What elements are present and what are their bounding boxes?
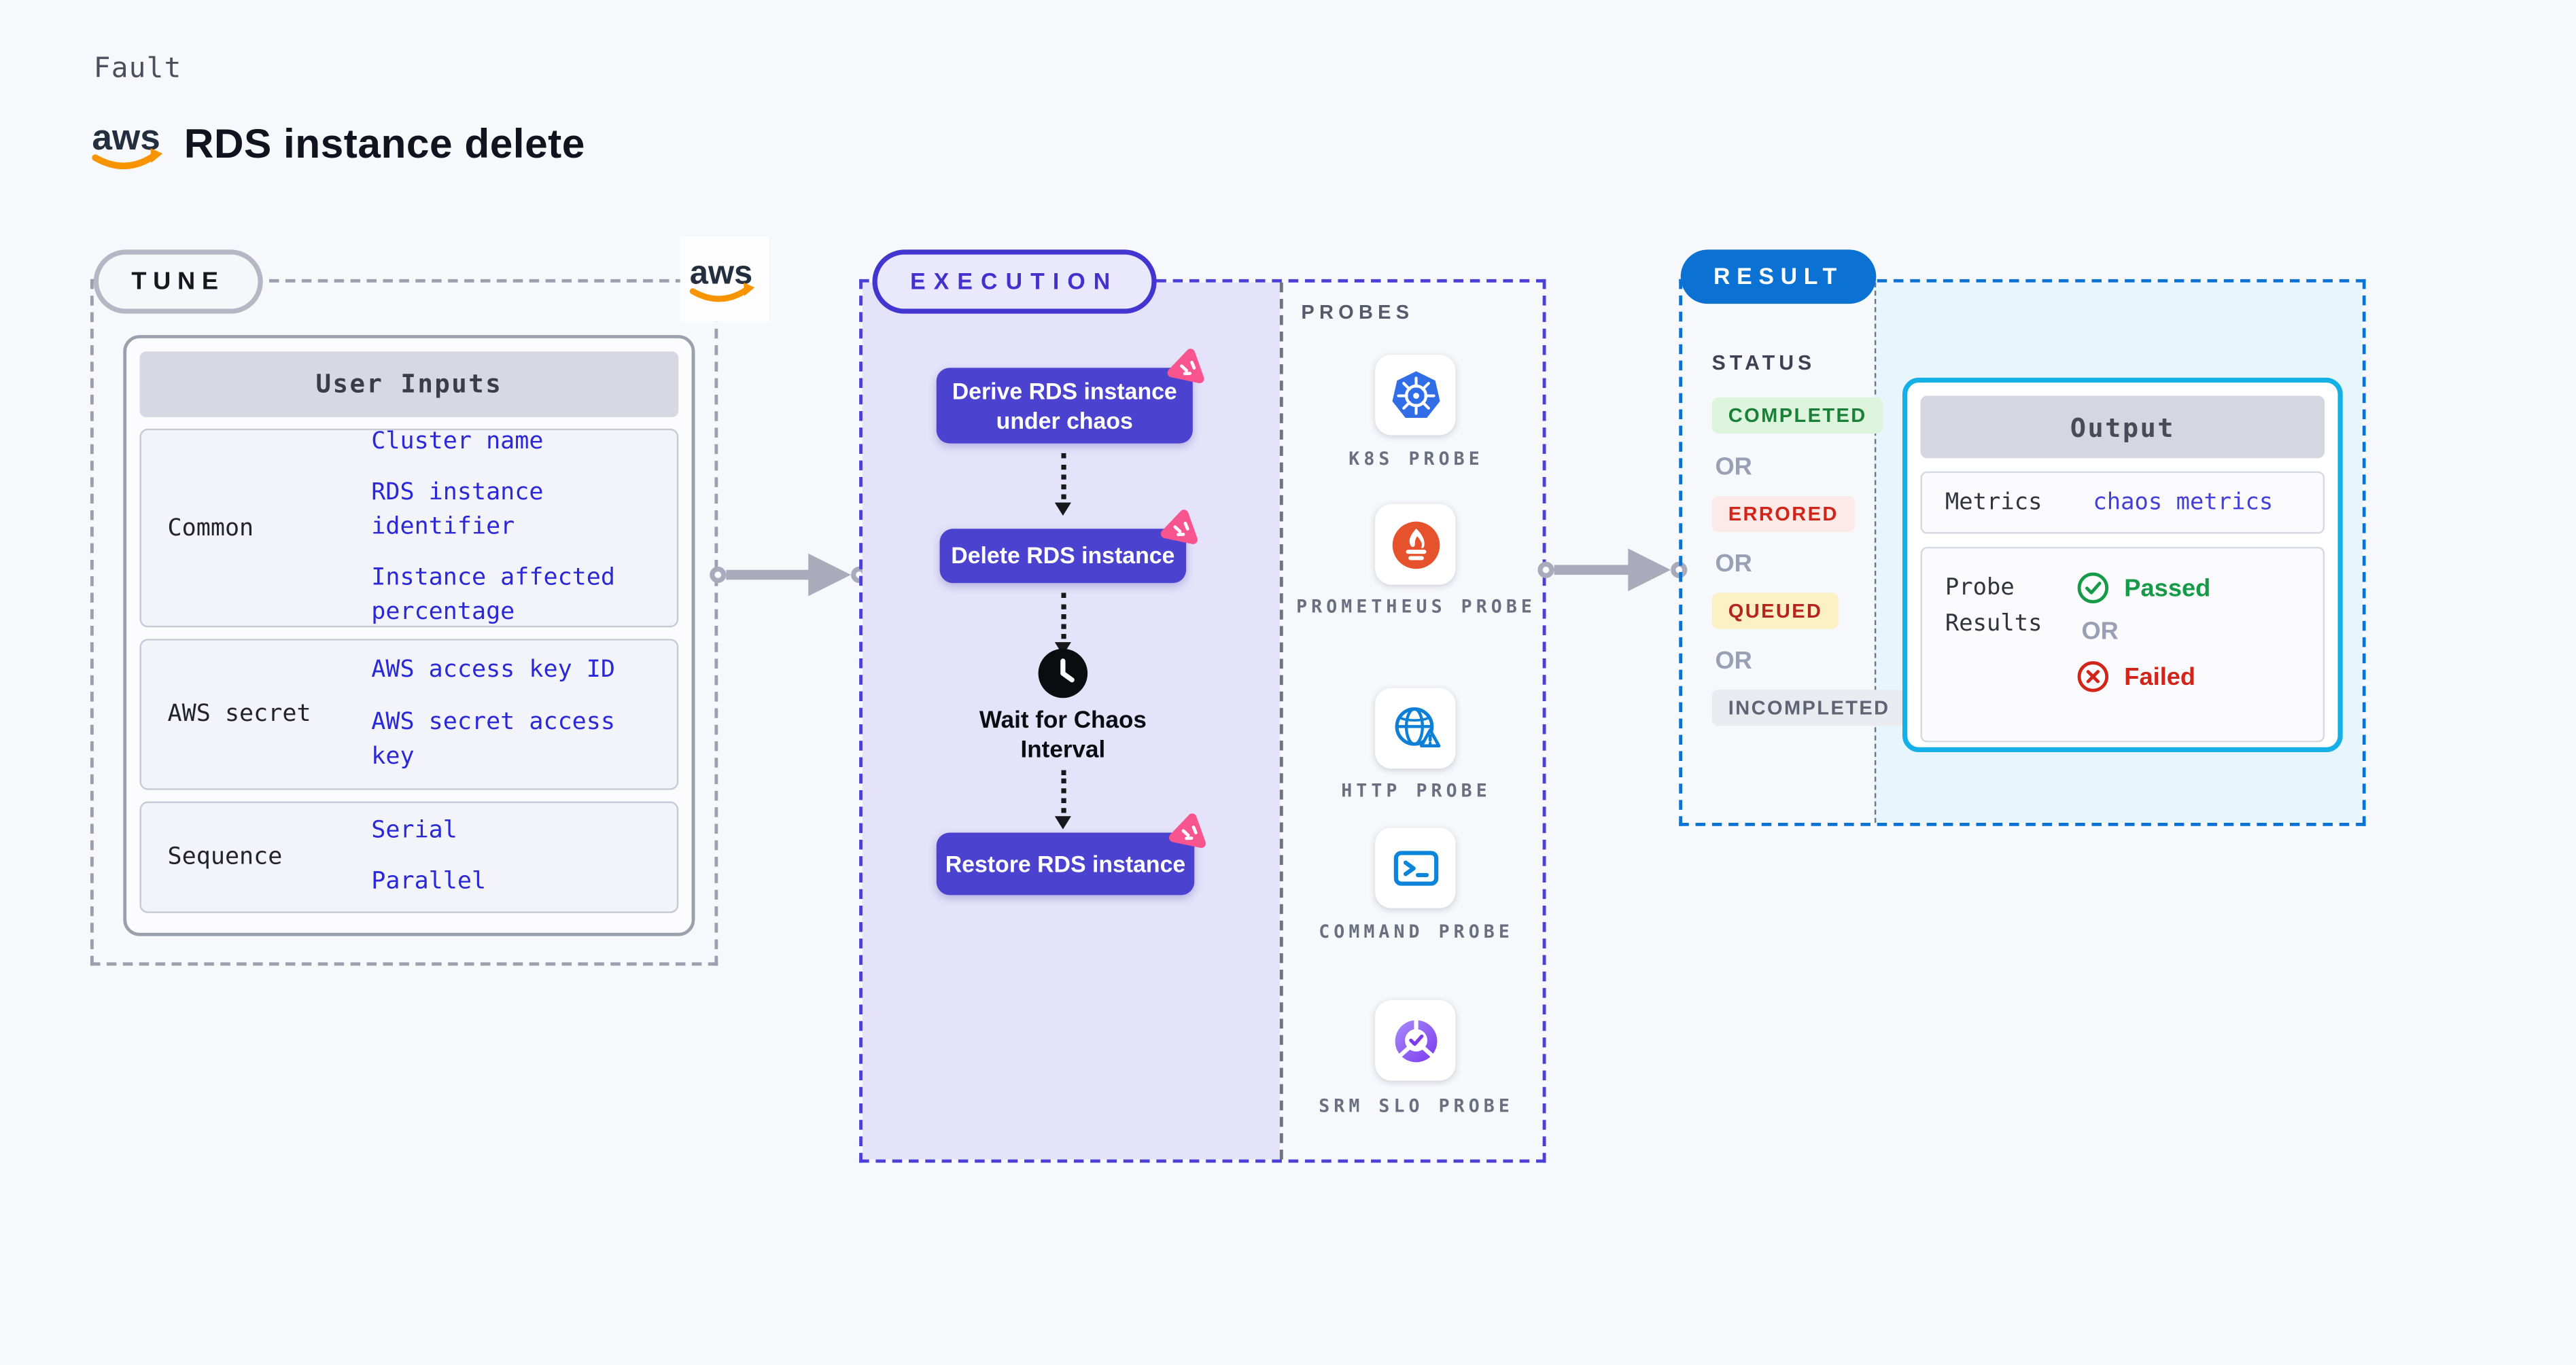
kubernetes-icon (1391, 370, 1440, 417)
tune-badge: TUNE (93, 249, 263, 314)
http-globe-icon (1394, 706, 1440, 748)
connector-arrow (1061, 453, 1066, 499)
probe-label: K8S PROBE (1348, 448, 1484, 470)
execution-probes-divider (1279, 282, 1283, 1160)
aws-logo-icon-small: aws (680, 236, 769, 322)
row-label: Metrics (1945, 489, 2042, 516)
clock-icon (1037, 647, 1089, 707)
wait-chaos-interval-label: Wait for Chaos Interval (979, 707, 1147, 764)
probe-card-prometheus (1375, 504, 1456, 585)
passed-check-icon (2077, 572, 2109, 604)
fault-kicker: Fault (93, 52, 182, 86)
row-label: Common (167, 514, 254, 542)
flow-arrow-tune-to-execution (710, 552, 868, 598)
failed-label: Failed (2124, 662, 2196, 691)
flow-arrow-execution-to-result (1537, 547, 1688, 593)
probe-result-failed: Failed (2076, 657, 2210, 696)
svg-text:aws: aws (690, 255, 752, 291)
step-label: Derive RDS instance under chaos (952, 377, 1177, 434)
aws-logo-icon: aws (89, 115, 171, 182)
or-label: OR (1715, 550, 1752, 578)
row-value: Serial (371, 817, 457, 845)
status-output-divider (1874, 282, 1877, 823)
connector-arrowhead (1054, 502, 1071, 516)
user-inputs-table: User Inputs Common Cluster name RDS inst… (123, 335, 695, 936)
row-value: Instance affected percentage (371, 565, 615, 626)
connector-arrowhead (1054, 816, 1071, 830)
probe-card-k8s (1375, 355, 1456, 436)
status-badge-completed: COMPLETED (1711, 397, 1883, 434)
probes-header: PROBES (1301, 300, 1414, 324)
probe-label: SRM SLO PROBE (1319, 1095, 1514, 1117)
tune-section (90, 279, 718, 966)
probe-card-command (1375, 828, 1456, 908)
result-badge: RESULT (1680, 249, 1877, 304)
failed-x-icon (2077, 661, 2109, 692)
table-row-sequence: Sequence Serial Parallel (139, 801, 679, 913)
passed-label: Passed (2124, 573, 2211, 602)
row-label: Sequence (167, 844, 283, 871)
probe-card-srm-slo (1375, 1000, 1456, 1081)
table-row-metrics: Metrics chaos metrics (1920, 471, 2325, 534)
chaos-badge-icon (1162, 341, 1213, 392)
row-value: Cluster name (371, 428, 544, 455)
connector-arrow (1061, 592, 1066, 639)
row-label: Probe Results (1945, 574, 2042, 637)
status-badge-incompleted: INCOMPLETED (1711, 690, 1907, 726)
output-header: Output (1920, 395, 2325, 459)
row-value: AWS secret access key (371, 708, 615, 770)
step-label: Delete RDS instance (951, 542, 1175, 569)
metrics-value: chaos metrics (2093, 489, 2274, 516)
execution-badge: EXECUTION (872, 249, 1156, 314)
page-title: RDS instance delete (184, 121, 585, 168)
terminal-icon (1393, 850, 1438, 885)
probe-label: PROMETHEUS PROBE (1296, 596, 1536, 618)
chaos-badge-icon (1156, 502, 1207, 553)
status-badge-queued: QUEUED (1711, 592, 1839, 629)
step-restore-rds: Restore RDS instance (936, 813, 1206, 896)
prometheus-icon (1391, 520, 1440, 569)
svg-text:aws: aws (92, 118, 160, 158)
slo-gauge-icon (1394, 1017, 1437, 1062)
table-row-common: Common Cluster name RDS instance identif… (139, 429, 679, 628)
execution-section: Derive RDS instance under chaos Delete R… (859, 279, 1546, 1163)
row-value: RDS instance identifier (371, 479, 544, 541)
probe-result-passed: Passed (2076, 568, 2210, 607)
chaos-badge-icon (1164, 806, 1215, 857)
row-value: AWS access key ID (371, 658, 615, 684)
row-label: AWS secret (167, 701, 311, 728)
probe-label: COMMAND PROBE (1319, 921, 1514, 943)
status-header: STATUS (1711, 351, 1816, 375)
or-label: OR (2081, 617, 2119, 645)
table-row-aws-secret: AWS secret AWS access key ID AWS secret … (139, 639, 679, 790)
step-derive-rds: Derive RDS instance under chaos (936, 349, 1204, 444)
step-label: Restore RDS instance (945, 850, 1186, 877)
user-inputs-header: User Inputs (139, 351, 679, 417)
table-row-probe-results: Probe Results Passed OR (1920, 546, 2325, 743)
step-delete-rds: Delete RDS instance (939, 510, 1198, 584)
probe-label: HTTP PROBE (1341, 780, 1491, 802)
result-section: STATUS COMPLETED OR ERRORED OR QUEUED OR… (1679, 279, 2366, 826)
output-table: Output Metrics chaos metrics Probe Resul… (1902, 377, 2343, 753)
or-label: OR (1715, 647, 1752, 675)
status-badge-errored: ERRORED (1711, 495, 1855, 533)
connector-arrow (1061, 770, 1066, 813)
row-value: Parallel (371, 868, 487, 896)
or-label: OR (1715, 453, 1752, 482)
probe-card-http (1375, 688, 1456, 769)
